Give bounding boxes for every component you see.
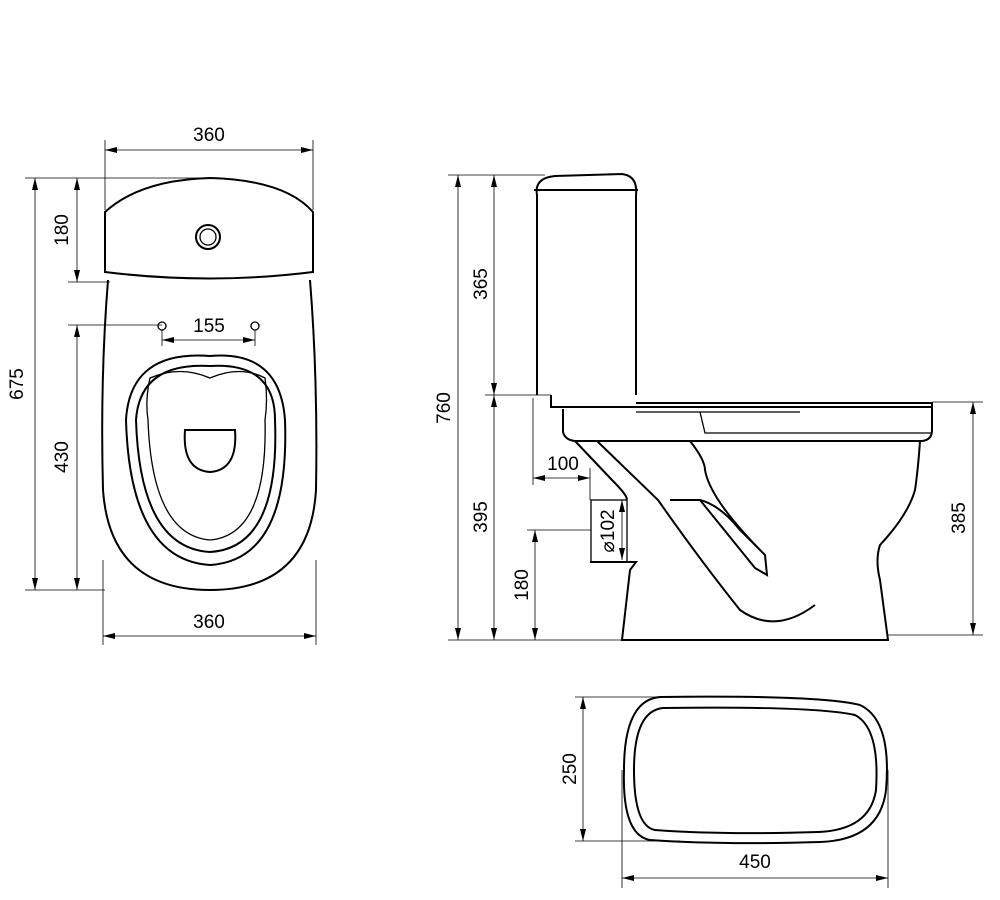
- dim-footprint-length: 450: [739, 852, 771, 873]
- dim-bowl-length: 430: [52, 441, 73, 473]
- dim-outlet-height: 180: [512, 569, 533, 601]
- dim-total-height: 760: [434, 392, 455, 424]
- footprint-view: 250 450: [560, 695, 889, 888]
- footprint-inner: [632, 706, 878, 835]
- tank-side: [535, 172, 638, 395]
- bowl-body: [590, 440, 921, 641]
- bowl-opening: [183, 429, 237, 474]
- dim-inlet-height: 395: [471, 501, 492, 533]
- seat-hole-left: [157, 321, 167, 331]
- dim-top-width: 360: [193, 125, 225, 146]
- dim-outlet-offset: 100: [547, 454, 579, 475]
- dim-total-length: 675: [7, 368, 28, 400]
- seat-lid: [550, 395, 933, 408]
- dim-rim-height: 385: [949, 502, 970, 534]
- seat-outer: [124, 354, 287, 567]
- dim-tank-height: 365: [471, 268, 492, 300]
- footprint-outer: [622, 695, 888, 845]
- tank-button-hole: [195, 224, 221, 250]
- bowl-outline: [101, 279, 318, 592]
- trap-inner: [670, 440, 769, 577]
- dim-tank-depth: 180: [52, 214, 73, 246]
- seat-hole-right: [250, 321, 260, 331]
- dim-outlet-diameter: ⌀102: [598, 509, 619, 552]
- side-view: 760 365 395 100 ⌀102 180 385: [434, 172, 983, 641]
- top-view: 360 675 180 430 155 360: [7, 125, 318, 645]
- dim-footprint-depth: 250: [560, 753, 581, 785]
- tank-outline: [104, 176, 314, 280]
- dim-bottom-width: 360: [193, 612, 225, 633]
- bowl-rim: [562, 407, 933, 442]
- dim-seat-holes: 155: [193, 316, 225, 337]
